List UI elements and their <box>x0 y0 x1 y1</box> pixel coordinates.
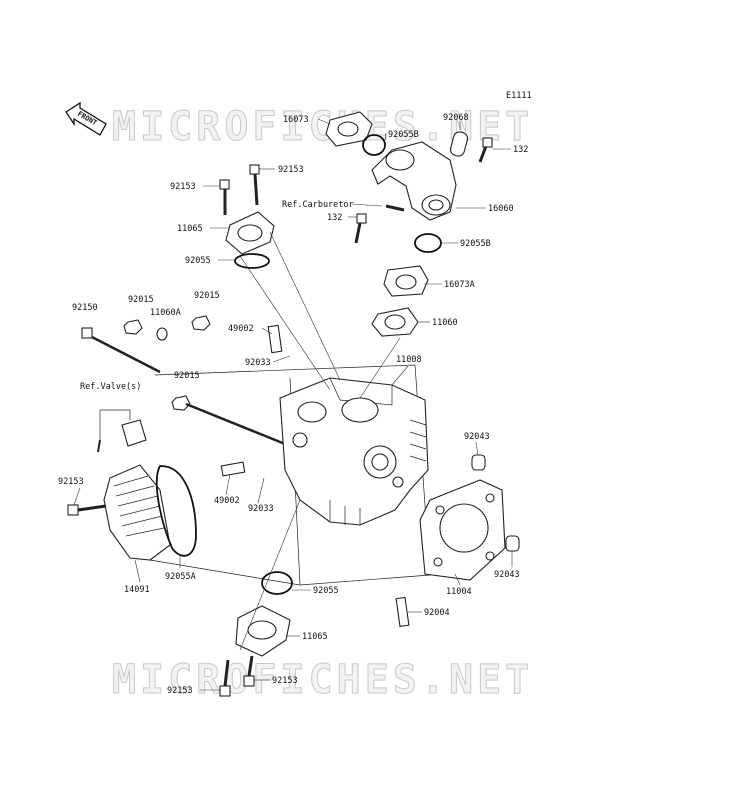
label-92055b-mid: 92055B <box>460 239 491 249</box>
label-11065-bot: 11065 <box>302 632 328 642</box>
label-11060a: 11060A <box>150 308 181 318</box>
bolt-92153-d-icon <box>243 655 255 687</box>
head-gasket-11004 <box>419 479 506 581</box>
cylinder-head-11008 <box>279 377 429 526</box>
cap-11065-top <box>225 211 275 255</box>
fitting-49002-top <box>267 324 283 354</box>
bolt-92153-left-icon <box>67 504 107 516</box>
label-11060: 11060 <box>432 318 458 328</box>
label-92153-d: 92153 <box>272 676 298 686</box>
label-92153-left: 92153 <box>58 477 84 487</box>
o-ring-92055b-mid <box>414 233 442 253</box>
label-49002-bot: 49002 <box>214 496 240 506</box>
label-92043-bot: 92043 <box>494 570 520 580</box>
label-92153-a: 92153 <box>170 182 196 192</box>
label-92055b-top: 92055B <box>388 130 419 140</box>
label-92033-top: 92033 <box>245 358 271 368</box>
o-ring-92055-top <box>234 253 270 269</box>
bolt-92153-c-icon <box>219 659 231 697</box>
label-92153-b: 92153 <box>278 165 304 175</box>
stud-92150 <box>81 327 161 374</box>
insulator-16073a <box>383 265 429 297</box>
stud-92004 <box>395 596 410 628</box>
bolt-ref-carb-icon <box>385 204 405 212</box>
label-92004: 92004 <box>424 608 450 618</box>
gasket-11060 <box>371 307 419 337</box>
nut-92015-c <box>171 395 291 448</box>
label-92150: 92150 <box>72 303 98 313</box>
bolt-132-mid-icon <box>354 213 367 244</box>
label-16060: 16060 <box>488 204 514 214</box>
nut-92015-b <box>191 315 211 331</box>
cap-11065-bot <box>235 605 291 657</box>
label-92015-a: 92015 <box>128 295 154 305</box>
bolt-92153-a-icon <box>219 179 230 215</box>
label-49002-top: 49002 <box>228 324 254 334</box>
label-ref-valves: Ref.Valve(s) <box>80 382 141 392</box>
intake-pipe-16060 <box>371 141 457 221</box>
bolt-92153-b-icon <box>249 164 260 206</box>
washer-11060a <box>156 327 168 341</box>
nut-92015-a <box>123 319 143 335</box>
label-11065-top: 11065 <box>177 224 203 234</box>
dowel-92043-bot <box>505 535 520 552</box>
o-ring-92055b-top <box>362 134 386 156</box>
fitting-49002-bot <box>220 461 246 477</box>
front-arrow-icon: FRONT <box>65 101 107 136</box>
label-92055-top: 92055 <box>185 256 211 266</box>
label-92043-top: 92043 <box>464 432 490 442</box>
head-cover-14091 <box>103 464 171 561</box>
watermark-bottom: MICROFICHES.NET <box>112 657 533 703</box>
label-132-mid: 132 <box>327 213 342 223</box>
valve-bracket <box>97 409 147 453</box>
collar-92068 <box>449 131 469 157</box>
figure-code: E1111 <box>506 91 532 101</box>
label-92055-bot: 92055 <box>313 586 339 596</box>
leader-lines <box>73 118 513 691</box>
label-11008: 11008 <box>396 355 422 365</box>
watermark-top: MICROFICHES.NET <box>112 104 533 150</box>
label-16073a: 16073A <box>444 280 475 290</box>
label-16073: 16073 <box>283 115 309 125</box>
label-11004: 11004 <box>446 587 472 597</box>
label-92153-c: 92153 <box>167 686 193 696</box>
label-92033-bot: 92033 <box>248 504 274 514</box>
gasket-92055a <box>155 465 197 557</box>
label-92015-c: 92015 <box>174 371 200 381</box>
gasket-16073 <box>325 111 373 147</box>
label-14091: 14091 <box>124 585 150 595</box>
label-132-top: 132 <box>513 145 528 155</box>
label-92068: 92068 <box>443 113 469 123</box>
o-ring-92055-bot <box>261 571 293 595</box>
label-ref-carburetor: Ref.Carburetor <box>282 200 354 210</box>
label-92015-b: 92015 <box>194 291 220 301</box>
label-92055a: 92055A <box>165 572 196 582</box>
bolt-132-top-icon <box>478 137 493 163</box>
dowel-92043-top <box>471 454 486 471</box>
